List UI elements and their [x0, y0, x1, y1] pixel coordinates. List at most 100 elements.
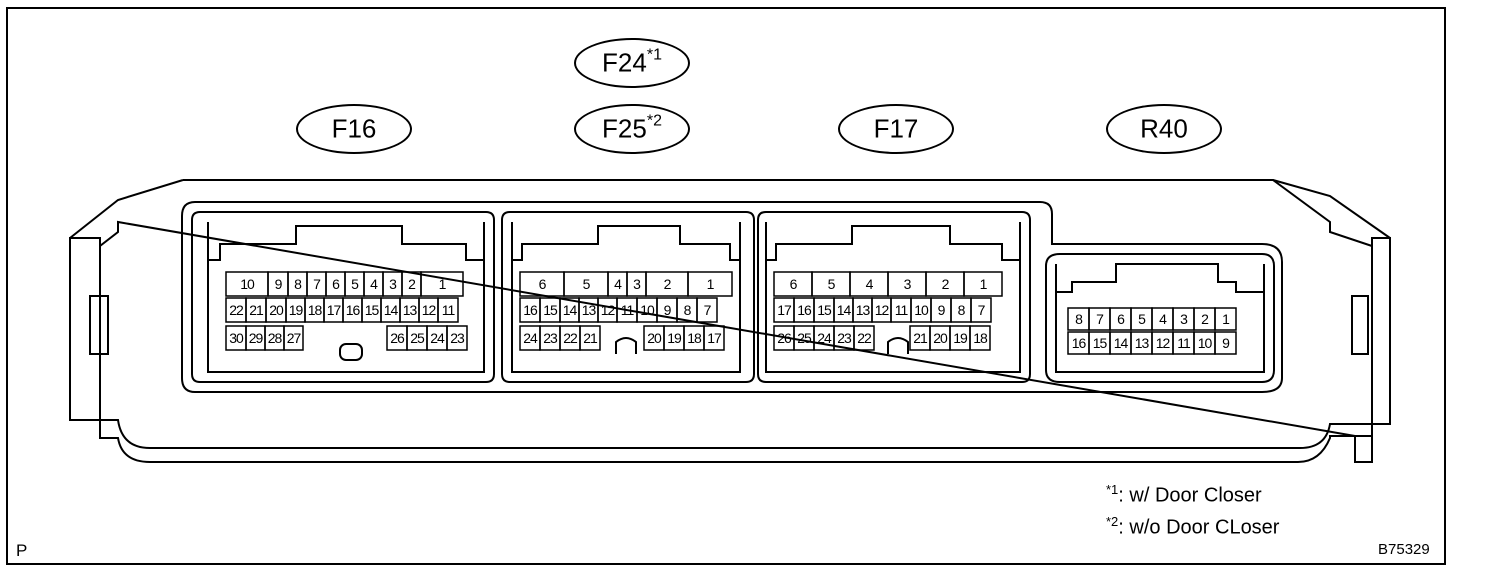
f17-pin-number: 20	[933, 330, 948, 346]
f16-pin-number: 14	[383, 302, 399, 318]
f17-pin-number: 24	[817, 330, 832, 346]
f25-pin-number: 2	[663, 276, 672, 292]
footnote-door-closer: *1: w/ Door Closer	[1106, 482, 1262, 507]
f25-pin-number: 20	[647, 330, 662, 346]
main-connector-frame	[181, 201, 1283, 393]
f17-pin-number: 10	[914, 302, 929, 318]
r40-pin-number: 4	[1159, 311, 1167, 327]
f17-pin-number: 21	[913, 330, 928, 346]
f17-pin-number: 12	[874, 302, 890, 318]
f17-pin-cell	[969, 325, 991, 351]
f17-pin-number: 22	[857, 330, 872, 346]
connector-label-f24: F24*1	[602, 46, 662, 78]
f17-pin-number: 14	[836, 302, 852, 318]
f17-pin-number: 1	[979, 276, 988, 292]
r40-pin-number: 7	[1096, 311, 1104, 327]
f16-body	[191, 211, 495, 383]
f16-pin-number: 23	[450, 330, 465, 346]
f25-pin-number: 9	[663, 302, 672, 318]
f25-pin-number: 1	[706, 276, 715, 292]
f17-pin-number: 9	[937, 302, 946, 318]
r40-pin-number: 9	[1222, 335, 1230, 351]
f25-pin-number: 22	[563, 330, 578, 346]
f16-pin-number: 10	[240, 276, 255, 292]
f17-pin-cell	[853, 325, 875, 351]
connector-label-oval-r40	[1106, 104, 1222, 154]
r40-pin-number: 5	[1138, 311, 1146, 327]
f25-pin-number: 15	[543, 302, 558, 318]
f25-pin-number: 18	[687, 330, 702, 346]
f16-latch	[339, 343, 363, 361]
f16-pin-cell	[283, 325, 304, 351]
left-side-tab	[69, 179, 184, 421]
f17-pin-number: 15	[817, 302, 832, 318]
f17-pin-number: 23	[837, 330, 852, 346]
right-side-tab	[1272, 179, 1391, 425]
f25-pin-cell	[687, 271, 733, 297]
f16-pin-number: 28	[267, 330, 283, 346]
f25-pin-number: 24	[523, 330, 538, 346]
f16-pin-number: 16	[345, 302, 361, 318]
left-lock-window	[89, 295, 109, 355]
f16-key-outline	[207, 222, 485, 373]
f25-pin-number: 14	[562, 302, 578, 318]
r40-pin-number: 11	[1177, 335, 1191, 351]
f16-pin-number: 1	[438, 276, 447, 292]
f16-pin-number: 18	[307, 302, 323, 318]
f16-pin-number: 4	[370, 276, 378, 292]
corner-letter: P	[16, 541, 28, 560]
f16-pin-number: 21	[249, 302, 264, 318]
r40-pin-number: 16	[1071, 335, 1087, 351]
diagram-frame	[6, 7, 1446, 565]
f16-pin-number: 5	[351, 276, 359, 292]
footnote-no-door-closer: *2: w/o Door CLoser	[1106, 514, 1280, 539]
f17-pin-number: 17	[777, 302, 792, 318]
connector-label-oval-f16	[296, 104, 412, 154]
f16-pin-number: 19	[288, 302, 304, 318]
f17-pin-number: 2	[941, 276, 950, 292]
f16-pin-number: 20	[269, 302, 284, 318]
f16-pin-number: 15	[364, 302, 380, 318]
r40-pin-number: 10	[1197, 335, 1213, 351]
f25-pin-number: 16	[523, 302, 538, 318]
f16-pin-cell	[446, 325, 468, 351]
f17-pin-number: 19	[953, 330, 968, 346]
f17-pin-number: 16	[797, 302, 812, 318]
f25-pin-number: 8	[683, 302, 692, 318]
r40-pin-number: 12	[1155, 335, 1171, 351]
r40-pin-number: 3	[1180, 311, 1188, 327]
f16-pin-number: 13	[402, 302, 418, 318]
f25-pin-cell	[579, 325, 601, 351]
f16-pin-number: 25	[410, 330, 425, 346]
f25-pin-number: 6	[538, 276, 547, 292]
r40-key-outline	[1055, 263, 1265, 373]
f17-pin-number: 18	[973, 330, 988, 346]
connector-label-oval-f25	[574, 104, 690, 154]
connector-label-f25: F25*2	[602, 112, 662, 144]
connector-label-f17: F17	[873, 113, 919, 144]
f17-pin-cell	[970, 297, 992, 323]
f16-pin-number: 24	[430, 330, 445, 346]
f17-pin-number: 5	[827, 276, 836, 292]
r40-pin-number: 13	[1134, 335, 1150, 351]
r40-pin-number: 6	[1117, 311, 1125, 327]
f16-pin-number: 3	[389, 276, 397, 292]
f16-pin-number: 7	[313, 276, 321, 292]
connector-label-r40: R40	[1140, 113, 1188, 144]
f17-pin-number: 13	[855, 302, 871, 318]
r40-pin-cell	[1214, 331, 1237, 355]
f16-pin-number: 29	[248, 330, 264, 346]
f25-pin-number: 19	[667, 330, 682, 346]
f25-latch-notch	[615, 337, 637, 354]
r40-pin-number: 15	[1092, 335, 1108, 351]
figure-code: B75329	[1378, 541, 1430, 558]
f17-latch-notch	[887, 337, 909, 354]
f25-pin-number: 17	[707, 330, 722, 346]
right-lock-window	[1351, 295, 1369, 355]
f16-pin-number: 30	[229, 330, 244, 346]
f17-pin-number: 3	[903, 276, 912, 292]
f17-pin-cell	[963, 271, 1003, 297]
f25-pin-cell	[703, 325, 725, 351]
f25-pin-number: 7	[703, 302, 712, 318]
